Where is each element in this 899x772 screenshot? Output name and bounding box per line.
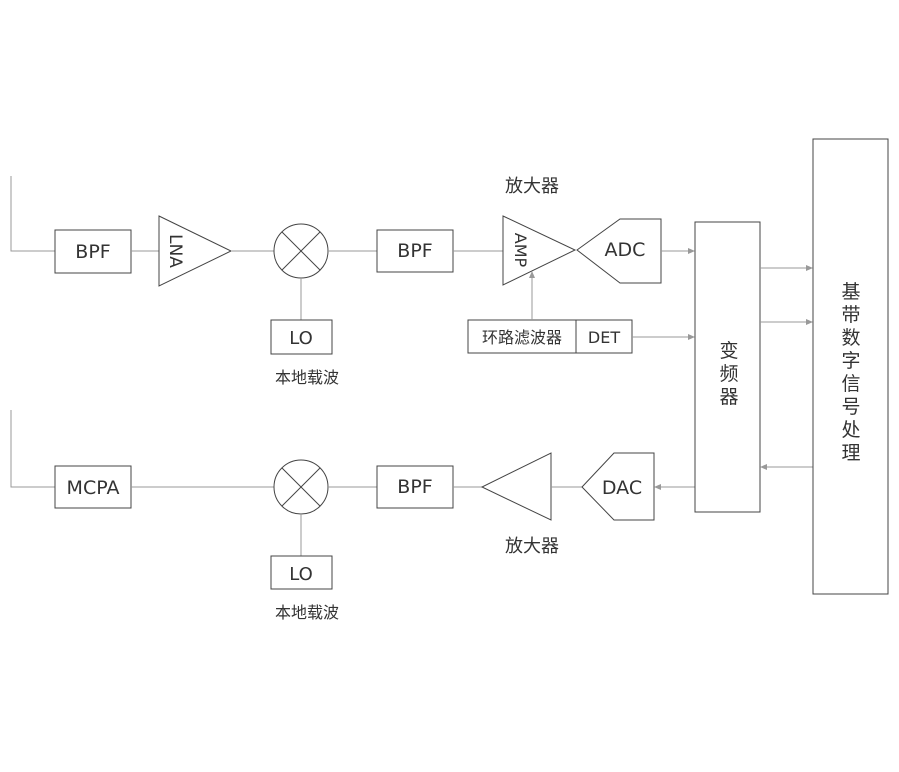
rx-bpf2-block: BPF	[376, 229, 454, 273]
tx-mcpa-block: MCPA	[54, 465, 132, 509]
tx-mcpa-label: MCPA	[67, 477, 120, 499]
rx-lna-label: LNA	[165, 234, 185, 268]
baseband-char-7: 理	[841, 442, 860, 464]
baseband-char-3: 字	[841, 350, 860, 372]
tx-amplifier	[480, 452, 552, 521]
rx-amp-label: AMP	[511, 233, 530, 268]
converter-char-1: 频	[719, 363, 738, 385]
tx-lo-label: LO	[289, 564, 313, 585]
tx-dac-label: DAC	[602, 477, 642, 499]
tx-antenna-line	[10, 410, 55, 488]
tx-amp-caption: 放大器	[505, 536, 559, 557]
rx-arrow-filter-amp	[529, 271, 535, 278]
rx-antenna-line	[10, 176, 55, 252]
tx-lo-block: LO	[270, 555, 333, 590]
rx-bpf1-label: BPF	[75, 241, 110, 263]
rx-lo-block: LO	[270, 319, 333, 355]
rx-mixer	[273, 223, 329, 279]
baseband-processing-block: 基 带 数 字 信 号 处 理	[812, 138, 889, 595]
rx-det-block: DET	[575, 319, 633, 354]
rx-amp-amplifier: AMP	[502, 215, 577, 286]
rx-bpf1-block: BPF	[54, 229, 132, 274]
tx-lo-caption: 本地载波	[275, 603, 339, 622]
rx-det-label: DET	[588, 328, 620, 347]
tx-arrow-converter-dac	[654, 484, 661, 490]
rx-loop-filter-label: 环路滤波器	[482, 328, 562, 347]
tx-chain: MCPA LO 本地载波 BPF 放大器	[10, 410, 695, 622]
rx-loop-filter-block: 环路滤波器	[467, 319, 577, 354]
baseband-char-0: 基	[841, 281, 860, 303]
rx-amp-caption: 放大器	[505, 176, 559, 197]
rx-lo-caption: 本地载波	[275, 368, 339, 387]
converter-char-2: 器	[719, 386, 738, 408]
baseband-char-2: 数	[841, 327, 860, 349]
rx-arrow-det-converter	[688, 334, 695, 340]
baseband-char-6: 处	[841, 419, 860, 441]
rx-arrow-adc-converter	[688, 248, 695, 254]
rx-chain: BPF LNA LO 本地载波 BPF 放大器	[10, 176, 695, 387]
frequency-converter-block: 变 频 器	[694, 221, 761, 513]
tx-bpf-label: BPF	[397, 476, 432, 498]
baseband-char-1: 带	[841, 304, 860, 326]
converter-char-0: 变	[719, 340, 738, 362]
tx-dac-block: DAC	[581, 452, 655, 521]
arrow-converter-baseband-1	[806, 265, 813, 271]
tx-mixer	[273, 459, 329, 515]
arrow-converter-baseband-2	[806, 319, 813, 325]
arrow-baseband-converter	[760, 464, 767, 470]
rx-lna-amplifier: LNA	[158, 215, 233, 287]
rx-adc-label: ADC	[605, 239, 646, 261]
rx-bpf2-label: BPF	[397, 240, 432, 262]
baseband-char-5: 号	[841, 396, 860, 418]
baseband-char-4: 信	[841, 373, 860, 395]
tx-bpf-block: BPF	[376, 465, 454, 509]
rx-lo-label: LO	[289, 328, 313, 349]
rx-adc-block: ADC	[576, 218, 662, 284]
